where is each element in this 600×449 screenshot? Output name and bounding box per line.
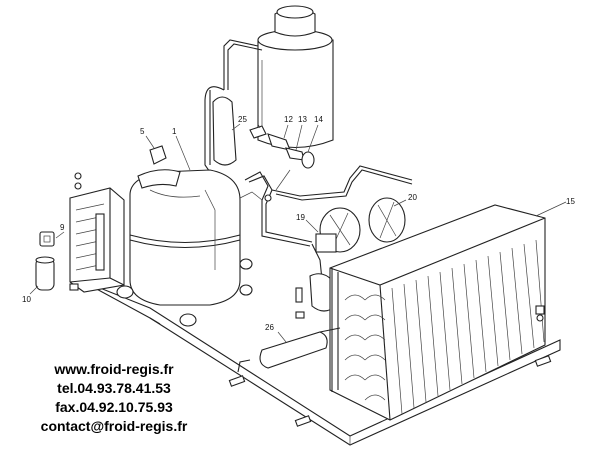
- label-1: 1: [172, 127, 177, 136]
- label-12: 12: [284, 115, 293, 124]
- label-13: 13: [298, 115, 307, 124]
- label-20: 20: [408, 193, 417, 202]
- accumulator: [259, 327, 341, 369]
- filter-drier: [212, 96, 237, 166]
- label-26: 26: [265, 323, 274, 332]
- receiver-tank: [257, 5, 334, 148]
- fax-text: fax.04.92.10.75.93: [55, 399, 173, 415]
- relay: [39, 231, 55, 247]
- cover-part: [149, 145, 167, 165]
- email-text: contact@froid-regis.fr: [40, 418, 188, 434]
- label-14: 14: [314, 115, 323, 124]
- base-plate: [79, 279, 561, 446]
- capacitor: [35, 256, 55, 291]
- compressor: [116, 169, 272, 327]
- label-9: 9: [60, 223, 65, 232]
- piping: [204, 39, 413, 373]
- electrical-box: [69, 172, 125, 293]
- label-5: 5: [140, 127, 145, 136]
- label-10: 10: [22, 295, 31, 304]
- label-19: 19: [296, 213, 305, 222]
- telephone-text: tel.04.93.78.41.53: [57, 380, 171, 396]
- condenser: [329, 204, 546, 421]
- label-15: 15: [566, 197, 575, 206]
- label-25: 25: [238, 115, 247, 124]
- website-text: www.froid-regis.fr: [54, 361, 174, 377]
- part-number-labels: 1 5 9 10 12 13 14 15 19 20 25 26: [22, 115, 575, 332]
- leader-lines: [29, 123, 567, 343]
